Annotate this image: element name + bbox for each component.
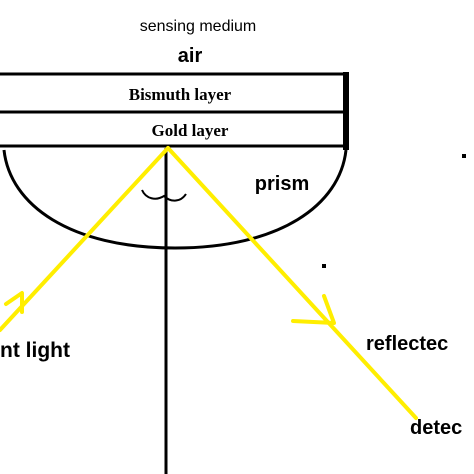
prism-outline [2,149,348,250]
sensing-medium-label: sensing medium [140,18,257,35]
prism-label: prism [255,173,309,195]
incident-arrowhead [4,291,24,314]
air-label: air [178,45,203,67]
reflected-ray [166,146,418,420]
layer-stack [0,72,349,150]
stray-mark [322,264,326,268]
angle-arc [141,189,187,202]
stray-mark [462,154,466,158]
detector-label: detec [410,417,462,439]
gold-layer-label: Gold layer [152,121,229,140]
reflected-arrowhead [291,294,336,325]
bismuth-layer-label: Bismuth layer [129,85,232,104]
light-rays [0,146,418,420]
incident-light-label: nt light [0,339,70,362]
reflected-label: reflectec [366,333,448,355]
incident-ray [0,146,170,332]
